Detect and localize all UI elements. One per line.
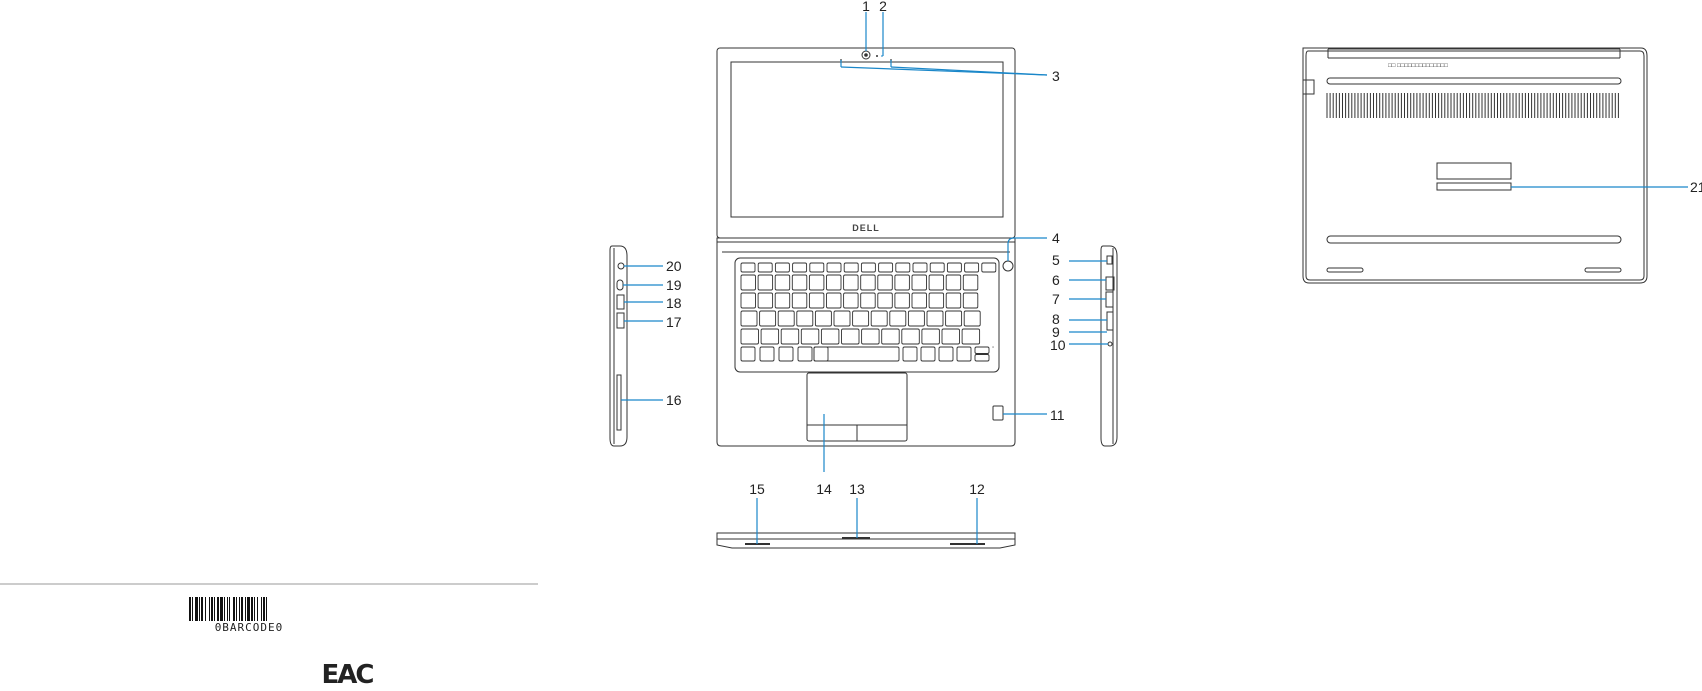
svg-text:□□ □□□□□□□□□□□□□□: □□ □□□□□□□□□□□□□□ bbox=[1388, 63, 1448, 69]
callout-10: 10 bbox=[1050, 337, 1066, 353]
camera-lens bbox=[864, 53, 868, 57]
display-screen bbox=[731, 62, 1003, 217]
callout-2: 2 bbox=[879, 0, 887, 14]
callout-7: 7 bbox=[1052, 291, 1060, 307]
keyboard-keys bbox=[741, 263, 996, 361]
callout-6: 6 bbox=[1052, 272, 1060, 288]
callout-17: 17 bbox=[666, 314, 682, 330]
laptop-bottom-view: □□ □□□□□□□□□□□□□□ bbox=[1303, 48, 1647, 283]
vent-grille bbox=[1327, 93, 1618, 118]
callout-13: 13 bbox=[849, 481, 865, 497]
regulatory-label bbox=[1437, 183, 1511, 190]
camera-status-light bbox=[876, 55, 878, 57]
callout-5: 5 bbox=[1052, 252, 1060, 268]
service-tag-label bbox=[1437, 163, 1511, 179]
barcode-text: 0BARCODE0 bbox=[215, 621, 284, 634]
callout-4: 4 bbox=[1052, 230, 1060, 246]
eac-certification-mark: EAC bbox=[322, 660, 374, 686]
callout-20: 20 bbox=[666, 258, 682, 274]
callout-numbers: 1 2 3 4 5 6 7 8 9 10 11 12 13 14 15 16 1… bbox=[666, 0, 1702, 497]
callout-15: 15 bbox=[749, 481, 765, 497]
callout-12: 12 bbox=[969, 481, 985, 497]
laptop-top-view: DELL bbox=[717, 48, 1015, 446]
display-bezel bbox=[717, 48, 1015, 238]
laptop-front-view bbox=[717, 533, 1015, 548]
callout-18: 18 bbox=[666, 295, 682, 311]
callout-16: 16 bbox=[666, 392, 682, 408]
callout-1: 1 bbox=[862, 0, 870, 14]
fingerprint-reader-icon bbox=[993, 406, 1003, 420]
callout-leaders bbox=[621, 12, 1688, 544]
callout-19: 19 bbox=[666, 277, 682, 293]
laptop-right-side-view bbox=[1101, 246, 1117, 446]
dell-logo: DELL bbox=[852, 223, 880, 233]
callout-14: 14 bbox=[816, 481, 832, 497]
barcode bbox=[189, 597, 267, 621]
hinge bbox=[717, 238, 1015, 242]
laptop-left-side-view bbox=[610, 246, 627, 446]
callout-3: 3 bbox=[1052, 68, 1060, 84]
power-button-icon bbox=[1003, 261, 1013, 271]
callout-11: 11 bbox=[1050, 407, 1065, 423]
callout-21: 21 bbox=[1690, 179, 1702, 195]
